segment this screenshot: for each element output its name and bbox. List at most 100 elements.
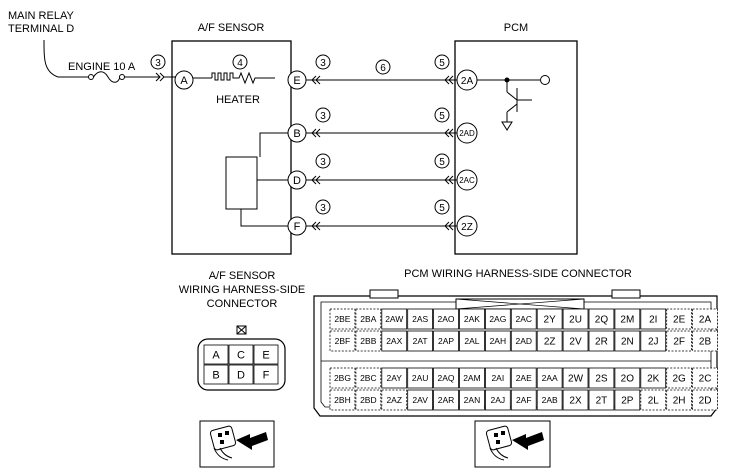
svg-text:2AA: 2AA [542, 373, 558, 383]
pcm-connector-pin: 2G [666, 367, 693, 389]
svg-text:2G: 2G [672, 374, 686, 385]
pcm-connector-pin: 2BG [329, 367, 356, 389]
svg-text:2AE: 2AE [516, 373, 532, 383]
circle-number-5: 5 [434, 107, 450, 123]
pcm-connector-pin: 2AW [381, 308, 408, 330]
heater-symbol [211, 71, 275, 85]
pcm-connector-title: PCM WIRING HARNESS-SIDE CONNECTOR [404, 268, 632, 280]
pcm-connector-pin: 2L [640, 389, 667, 411]
svg-text:F: F [263, 369, 270, 381]
circle-number-5: 5 [434, 54, 450, 70]
svg-text:C: C [237, 349, 245, 361]
af-connector-pin: E [253, 344, 279, 365]
svg-text:2C: 2C [699, 374, 712, 385]
af-sensor-box [171, 40, 292, 255]
svg-text:2L: 2L [648, 396, 660, 407]
svg-text:3: 3 [320, 203, 326, 214]
af-connector-title-3: CONNECTOR [207, 298, 278, 310]
connector-chevron [311, 128, 454, 138]
svg-text:2AW: 2AW [385, 314, 403, 324]
pcm-connector-pin: 2AP [433, 330, 459, 352]
svg-text:2AT: 2AT [413, 336, 428, 346]
svg-text:2BA: 2BA [360, 314, 376, 324]
connector-chevron [311, 75, 454, 85]
af-connector-pin: B [203, 364, 229, 385]
af-connector-view-icon [199, 420, 275, 468]
svg-text:2S: 2S [595, 374, 608, 385]
pcm-connector-pin: 2AZ [381, 389, 408, 411]
pcm-connector-pin: 2AK [459, 308, 485, 330]
af-connector-pin: F [253, 364, 279, 385]
circle-number-3: 3 [315, 54, 331, 70]
pcm-connector-pin: 2AR [433, 389, 459, 411]
circle-number-3: 3 [315, 107, 331, 123]
svg-text:5: 5 [439, 203, 445, 214]
svg-text:2BG: 2BG [334, 373, 351, 383]
pcm-connector-pin: 2D [692, 389, 718, 411]
svg-text:2M: 2M [620, 315, 634, 326]
svg-text:2H: 2H [673, 396, 686, 407]
circle-number-6: 6 [375, 59, 391, 75]
svg-text:2AM: 2AM [463, 373, 480, 383]
af-terminal-b: B [287, 123, 307, 143]
svg-text:2AQ: 2AQ [438, 373, 455, 383]
af-terminal-e: E [287, 70, 307, 90]
pcm-connector-pin: 2B [692, 330, 718, 352]
svg-text:2P: 2P [621, 396, 634, 407]
svg-text:D: D [237, 369, 245, 381]
svg-text:2AI: 2AI [491, 373, 504, 383]
pcm-connector-pin: 2V [562, 330, 589, 352]
svg-text:2O: 2O [621, 374, 635, 385]
svg-text:2AV: 2AV [412, 395, 428, 405]
connector-chevron [311, 221, 454, 231]
pcm-connector-pin: 2AB [536, 389, 563, 411]
svg-text:2V: 2V [569, 337, 582, 348]
svg-text:2AD: 2AD [459, 129, 475, 138]
pcm-terminal-2z: 2Z [456, 215, 478, 237]
svg-text:2A: 2A [461, 76, 474, 87]
svg-text:5: 5 [439, 111, 445, 122]
svg-text:B: B [293, 128, 300, 140]
svg-text:2X: 2X [569, 396, 582, 407]
sensor-element [225, 132, 288, 227]
lock-icon [236, 325, 247, 335]
svg-text:3: 3 [155, 58, 161, 69]
pcm-connector-pin: 2P [614, 389, 641, 411]
svg-text:2AR: 2AR [438, 395, 455, 405]
svg-text:2AX: 2AX [386, 336, 402, 346]
pcm-connector-view-icon [474, 420, 551, 468]
svg-text:B: B [212, 369, 219, 381]
pcm-connector-pin: 2N [614, 330, 641, 352]
pcm-connector-pin: 2AX [381, 330, 408, 352]
svg-text:2BH: 2BH [334, 395, 351, 405]
pcm-connector-pin: 2AL [459, 330, 485, 352]
svg-text:3: 3 [320, 111, 326, 122]
pcm-connector-pin: 2AC [510, 308, 537, 330]
svg-text:6: 6 [380, 63, 386, 74]
svg-text:A: A [212, 349, 220, 361]
pcm-connector-pin: 2AI [484, 367, 511, 389]
pcm-connector-pin: 2F [666, 330, 693, 352]
pcm-connector-pin: 2AE [510, 367, 537, 389]
svg-text:A: A [180, 75, 188, 87]
pcm-connector-pin: 2A [692, 308, 718, 330]
main-relay-lead [43, 39, 59, 78]
af-terminal-d: D [287, 170, 307, 190]
svg-text:2AP: 2AP [438, 336, 454, 346]
main-relay-label-1: MAIN RELAY [8, 10, 74, 22]
svg-text:2AJ: 2AJ [491, 395, 506, 405]
svg-text:2W: 2W [568, 374, 584, 385]
pcm-connector-pin: 2AO [433, 308, 459, 330]
circle-number-5: 5 [434, 199, 450, 215]
svg-text:2AY: 2AY [387, 373, 403, 383]
pcm-connector-pin: 2AG [484, 308, 511, 330]
pcm-connector-pin: 2T [588, 389, 615, 411]
svg-text:E: E [293, 75, 300, 87]
pcm-connector-pin: 2W [562, 367, 589, 389]
svg-text:2AN: 2AN [464, 395, 481, 405]
pcm-connector-pin: 2AV [407, 389, 434, 411]
heater-label: HEATER [216, 94, 260, 106]
svg-text:2AH: 2AH [490, 336, 507, 346]
